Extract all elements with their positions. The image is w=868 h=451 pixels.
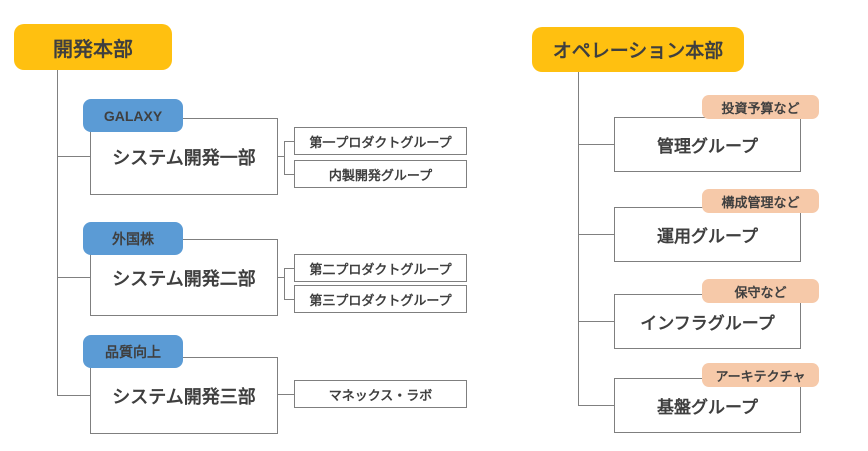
connector-dept2-riser <box>284 268 285 299</box>
group4-tag: アーキテクチャ <box>702 363 819 387</box>
dept2-child1-box: 第二プロダクトグループ <box>294 254 467 282</box>
connector-branch-dept3 <box>57 395 90 396</box>
group2-tag: 構成管理など <box>702 189 819 213</box>
group1-box: 管理グループ <box>614 117 801 172</box>
dept1-child2-box: 内製開発グループ <box>294 160 467 188</box>
connector-branch-group3 <box>578 321 614 322</box>
connector-dept2-stub <box>278 277 285 278</box>
group3-box: インフラグループ <box>614 294 801 349</box>
dept2-child2-box: 第三プロダクトグループ <box>294 285 467 313</box>
connector-trunk-left <box>57 70 58 396</box>
group3-tag: 保守など <box>702 279 819 303</box>
connector-dept2-child2 <box>284 299 294 300</box>
dev-division-header: 開発本部 <box>14 24 172 70</box>
connector-dept1-child1 <box>284 141 294 142</box>
dept1-box: システム開発一部 <box>90 118 278 195</box>
connector-trunk-right <box>578 72 579 406</box>
connector-branch-dept1 <box>57 156 90 157</box>
group2-box: 運用グループ <box>614 207 801 262</box>
ops-division-header: オペレーション本部 <box>532 27 744 72</box>
dept3-tag: 品質向上 <box>83 335 183 368</box>
connector-branch-dept2 <box>57 277 90 278</box>
dept3-child1-box: マネックス・ラボ <box>294 380 467 408</box>
connector-branch-group2 <box>578 234 614 235</box>
group1-tag: 投資予算など <box>702 95 819 119</box>
connector-branch-group4 <box>578 405 614 406</box>
connector-branch-group1 <box>578 144 614 145</box>
connector-dept2-child1 <box>284 268 294 269</box>
connector-dept3-child1 <box>278 394 294 395</box>
connector-dept1-child2 <box>284 174 294 175</box>
dept2-tag: 外国株 <box>83 222 183 255</box>
connector-dept1-stub <box>278 156 285 157</box>
dept1-tag: GALAXY <box>83 99 183 132</box>
dept3-box: システム開発三部 <box>90 357 278 434</box>
connector-dept1-riser <box>284 141 285 175</box>
dept1-child1-box: 第一プロダクトグループ <box>294 127 467 155</box>
